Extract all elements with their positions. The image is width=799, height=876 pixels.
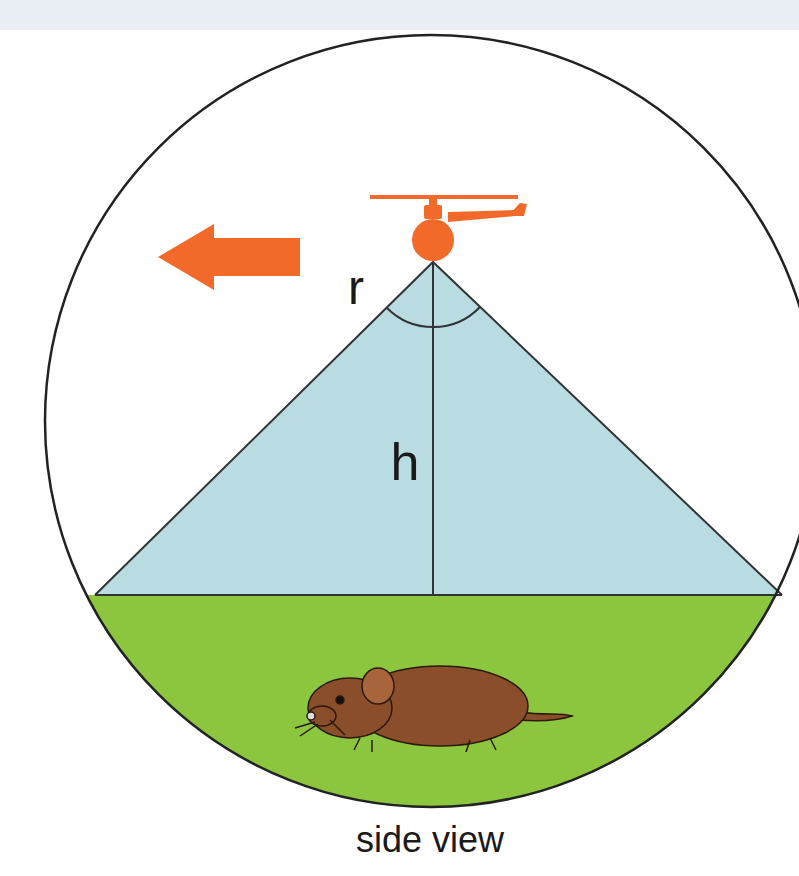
helicopter [370, 195, 527, 261]
height-line [432, 262, 434, 595]
top-band [0, 0, 799, 30]
ground [0, 595, 799, 876]
mouse [295, 666, 572, 752]
angle-label: r [348, 264, 364, 312]
view-cone [95, 262, 782, 595]
cone-edge [95, 262, 782, 595]
direction-arrow [158, 224, 300, 290]
caption: side view [356, 822, 504, 858]
angle-arc [387, 307, 480, 327]
ground-line [95, 594, 782, 596]
view-circle [45, 35, 799, 807]
height-label: h [391, 436, 420, 488]
